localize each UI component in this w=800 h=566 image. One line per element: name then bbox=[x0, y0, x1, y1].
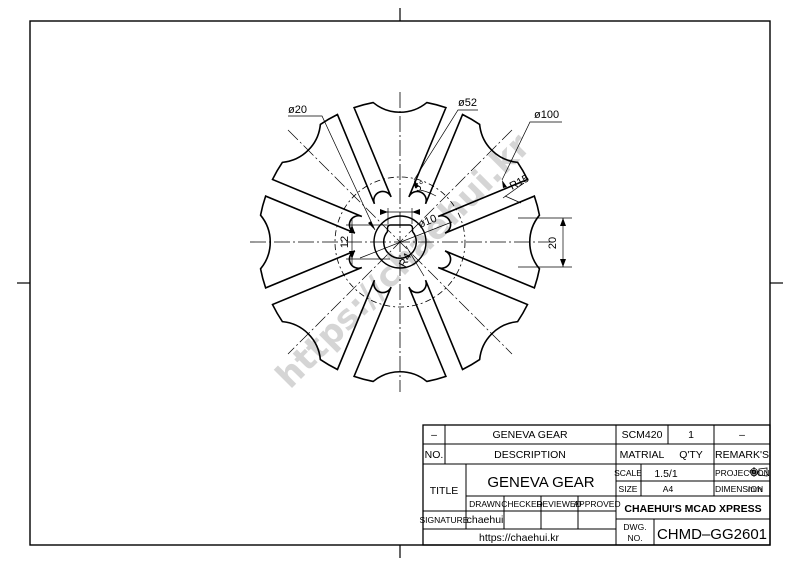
header-remarks: REMARK'S bbox=[715, 449, 769, 461]
role-reviewed: REVIEWED bbox=[536, 499, 581, 509]
role-drawn: DRAWN bbox=[469, 499, 501, 509]
scale-value: 1.5/1 bbox=[654, 468, 678, 480]
role-checked: CHECKED bbox=[501, 499, 543, 509]
dim-12: 12 bbox=[339, 236, 351, 248]
title-block: – GENEVA GEAR SCM420 1 – NO. DESCRIPTION… bbox=[420, 424, 771, 546]
dim-d20: ø20 bbox=[288, 104, 307, 116]
title-value: GENEVA GEAR bbox=[487, 474, 594, 491]
watermark: https://chaehui.kr bbox=[268, 126, 539, 397]
dwg-label-1: DWG. bbox=[623, 522, 646, 532]
signature-label: SIGNATURE bbox=[420, 515, 469, 525]
dim-d52: ø52 bbox=[458, 97, 477, 109]
company-name: CHAEHUI'S MCAD XPRESS bbox=[624, 503, 761, 515]
header-no: NO. bbox=[425, 449, 444, 461]
dim-20: 20 bbox=[547, 237, 559, 249]
title-label: TITLE bbox=[430, 485, 459, 497]
row1-material: SCM420 bbox=[622, 429, 663, 441]
size-value: A4 bbox=[663, 484, 674, 494]
hub-bore bbox=[373, 215, 427, 269]
row1-qty: 1 bbox=[688, 429, 694, 441]
gear-outline bbox=[259, 101, 541, 383]
projection-label: PROJECTION bbox=[715, 468, 770, 478]
dwg-label-2: NO. bbox=[627, 533, 642, 543]
dimension-label: DIMENSION bbox=[715, 484, 763, 494]
sheet-frame bbox=[17, 8, 783, 558]
dwg-number: CHMD–GG2601 bbox=[657, 526, 767, 543]
dimension-value: mm bbox=[748, 484, 762, 494]
dimension-lines bbox=[288, 109, 572, 277]
dimension-arrows bbox=[349, 180, 566, 267]
scale-label: SCALE bbox=[614, 468, 642, 478]
header-material: MATRIAL bbox=[620, 449, 665, 461]
size-label: SIZE bbox=[619, 484, 638, 494]
row1-description: GENEVA GEAR bbox=[492, 429, 567, 441]
role-approved: APPROVED bbox=[573, 499, 620, 509]
header-description: DESCRIPTION bbox=[494, 449, 566, 461]
projection-symbol-icon bbox=[749, 467, 768, 477]
dim-r4: R4 bbox=[397, 251, 414, 269]
signature-value: chaehui bbox=[467, 514, 504, 526]
url-text: https://chaehui.kr bbox=[479, 532, 559, 544]
row1-remark: – bbox=[739, 429, 745, 441]
geneva-gear-drawing: ø20 ø52 ø100 R15 5° ø10 R4 12 20 https:/… bbox=[250, 92, 572, 396]
dim-angle5: 5° bbox=[413, 179, 428, 195]
dim-d100: ø100 bbox=[534, 109, 559, 121]
row1-item: – bbox=[431, 429, 437, 441]
header-qty: Q'TY bbox=[679, 449, 703, 461]
